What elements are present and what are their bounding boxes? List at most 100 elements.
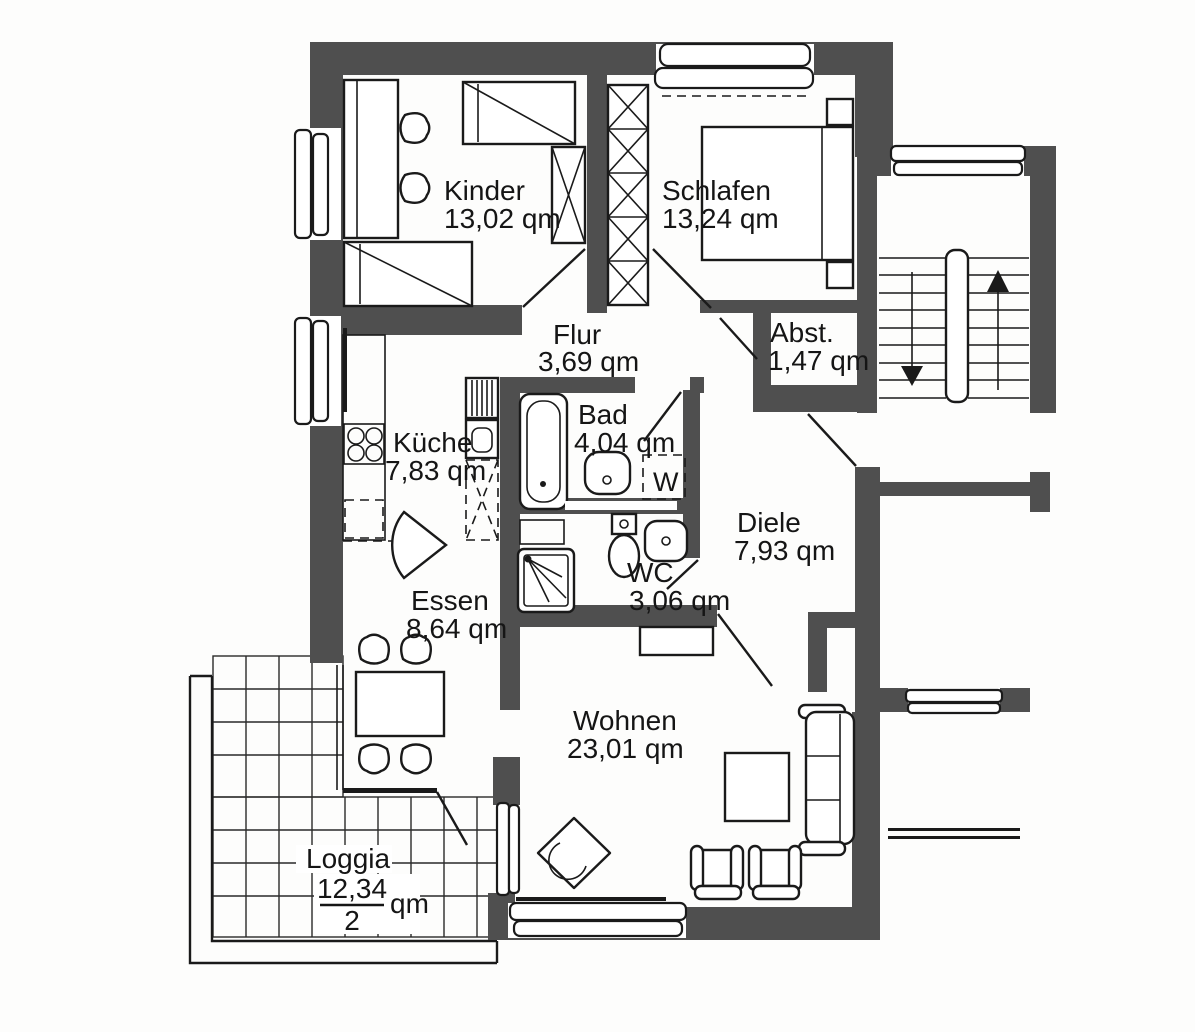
toilet-icon — [607, 533, 641, 579]
chair-icon — [358, 633, 390, 665]
wc-door-leaf — [666, 559, 699, 590]
armchair-icon — [747, 844, 803, 901]
landing-window — [906, 701, 1002, 715]
wardrobe-x-cells — [607, 84, 649, 306]
bed-diagonal — [462, 81, 576, 145]
wall-abst-bottom — [753, 385, 863, 412]
bad-door-leaf — [643, 391, 682, 442]
wohnen-window-sill — [516, 897, 666, 901]
kueche-fixtures — [342, 334, 500, 580]
loggia-door-leaf — [435, 791, 469, 846]
schlafen-window — [658, 42, 812, 68]
bed-diagonal — [343, 241, 473, 307]
toilet-flush — [619, 519, 629, 529]
wall-kueche-bad — [500, 377, 520, 710]
bathtub-icon — [518, 392, 569, 511]
schlafen-furniture — [606, 83, 855, 307]
room-label-wc: WC — [627, 557, 674, 588]
washing-machine-label: W — [653, 467, 679, 497]
cabinet-dashed — [465, 459, 499, 541]
room-label-kueche: Küche — [393, 427, 472, 458]
stair-handrail — [944, 248, 970, 404]
swivel-chair-seat — [548, 842, 587, 881]
wohnen-door-leaf — [717, 613, 773, 687]
armchair-icon — [689, 844, 745, 901]
kueche-window — [311, 319, 330, 423]
wall-right-wohnen — [852, 712, 880, 940]
landing-window — [904, 688, 1004, 704]
stair-window — [889, 144, 1027, 163]
sofa-icon — [804, 710, 856, 846]
room-area-diele: 7,93 qm — [734, 535, 835, 566]
neighbor-balcony-line — [888, 828, 1020, 831]
wall-neighbor — [880, 482, 1030, 496]
shower-inner — [523, 554, 569, 607]
kinder-furniture — [342, 78, 587, 308]
wohnen-window — [508, 901, 688, 922]
wardrobe-x — [551, 146, 586, 244]
bathtub-drain — [540, 481, 546, 487]
room-labels: Kinder 13,02 qm Schlafen 13,24 qm Flur 3… — [296, 175, 869, 936]
kueche-door-leaf — [390, 510, 448, 580]
room-label-bad: Bad — [578, 399, 628, 430]
room-area-abst: 1,47 qm — [768, 345, 869, 376]
nightstand — [825, 260, 855, 290]
chair-icon — [399, 172, 431, 204]
wall-stair-top-left — [877, 146, 893, 176]
loggia-wohnen-window — [507, 803, 521, 895]
room-label-flur: Flur — [553, 319, 601, 350]
chair-icon — [400, 633, 432, 665]
toilet-tank — [610, 512, 638, 536]
wc-fixtures — [516, 512, 689, 614]
dining-table — [354, 670, 446, 738]
entry-door-leaf — [807, 413, 857, 467]
wall-window-stub-left — [880, 688, 908, 712]
bad-fixtures: W — [518, 392, 686, 511]
room-label-abst: Abst. — [770, 317, 834, 348]
basin-drain — [602, 475, 612, 485]
burner-icon — [347, 427, 365, 445]
wohnen-furniture — [536, 625, 856, 901]
abst-door-leaf — [719, 317, 758, 360]
basin-drain — [661, 536, 671, 546]
burner-icon — [365, 427, 383, 445]
sideboard — [638, 625, 715, 657]
kitchen-counter — [342, 334, 386, 541]
wall-stair-left — [857, 150, 877, 413]
room-area-bad: 4,04 qm — [574, 427, 675, 458]
label-backdrop — [296, 845, 392, 873]
wall-bad-wc-right — [683, 390, 700, 558]
wall-flur-bottom — [500, 377, 635, 393]
coffee-table — [723, 751, 791, 823]
windows — [293, 42, 1027, 938]
cabinet — [519, 519, 565, 545]
room-area-kueche: 7,83 qm — [385, 455, 486, 486]
wall-flur-bottom-stub — [690, 377, 704, 393]
shower-icon — [516, 547, 576, 614]
shower-spray — [527, 558, 567, 603]
sink-icon — [471, 427, 493, 453]
room-area-wohnen: 23,01 qm — [567, 733, 684, 764]
desk — [342, 78, 400, 240]
room-area-kinder: 13,02 qm — [444, 203, 561, 234]
wall-stair-right — [1030, 173, 1056, 413]
loggia-area-numerator: 12,34 — [317, 873, 387, 904]
wall-wohnen-left-upper-stub — [493, 757, 520, 805]
base-cabinet-dashed — [344, 499, 384, 539]
room-label-wohnen: Wohnen — [573, 705, 677, 736]
room-label-diele: Diele — [737, 507, 801, 538]
washing-machine-icon — [642, 454, 686, 500]
room-area-flur: 3,69 qm — [538, 346, 639, 377]
kinder-window — [311, 132, 330, 237]
washbasin-icon — [643, 519, 689, 563]
chair-icon — [400, 743, 432, 775]
wall-diele-wohnen-stub2 — [808, 616, 827, 692]
stove — [343, 423, 385, 465]
sofa-armrest — [797, 840, 847, 857]
kinder-door-leaf — [522, 248, 586, 308]
staircase — [879, 248, 1029, 404]
wall-kinder-kueche — [310, 305, 522, 335]
double-bed — [700, 125, 855, 262]
stair-down-arrow-icon — [901, 366, 923, 386]
